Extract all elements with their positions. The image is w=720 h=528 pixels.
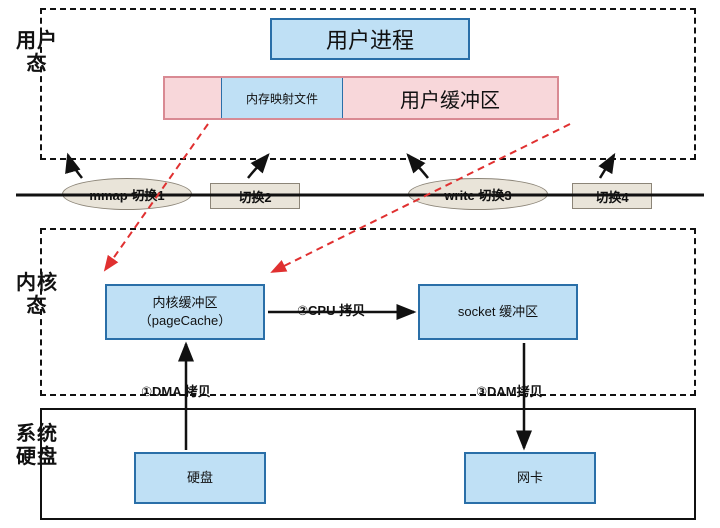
socket-buffer-box: socket 缓冲区 [418, 284, 578, 340]
write-switch-ellipse: write 切换3 [408, 178, 548, 210]
user-process-box: 用户进程 [270, 18, 470, 60]
memory-mapped-file-box: 内存映射文件 [221, 78, 343, 118]
disk-box: 硬盘 [134, 452, 266, 504]
dam-copy-label: ③DAM拷贝 [476, 384, 543, 399]
page-cache-label: 内核缓冲区 （pageCache） [138, 295, 232, 328]
switch2-box: 切换2 [210, 183, 300, 209]
system-disk-region [40, 408, 696, 520]
user-buffer-bar: 内存映射文件 用户缓冲区 [163, 76, 559, 120]
switch4-box: 切换4 [572, 183, 652, 209]
user-buffer-label: 用户缓冲区 [400, 89, 500, 112]
cpu-copy-label: ②CPU 拷贝 [297, 303, 366, 318]
buffer-left-pad [165, 78, 221, 118]
side-label-system-disk: 系统硬盘 [16, 423, 58, 468]
dma-copy-label: ①DMA 拷贝 [141, 384, 211, 399]
mmap-switch-ellipse: mmap 切换1 [62, 178, 192, 210]
page-cache-box: 内核缓冲区 （pageCache） [105, 284, 265, 340]
nic-box: 网卡 [464, 452, 596, 504]
